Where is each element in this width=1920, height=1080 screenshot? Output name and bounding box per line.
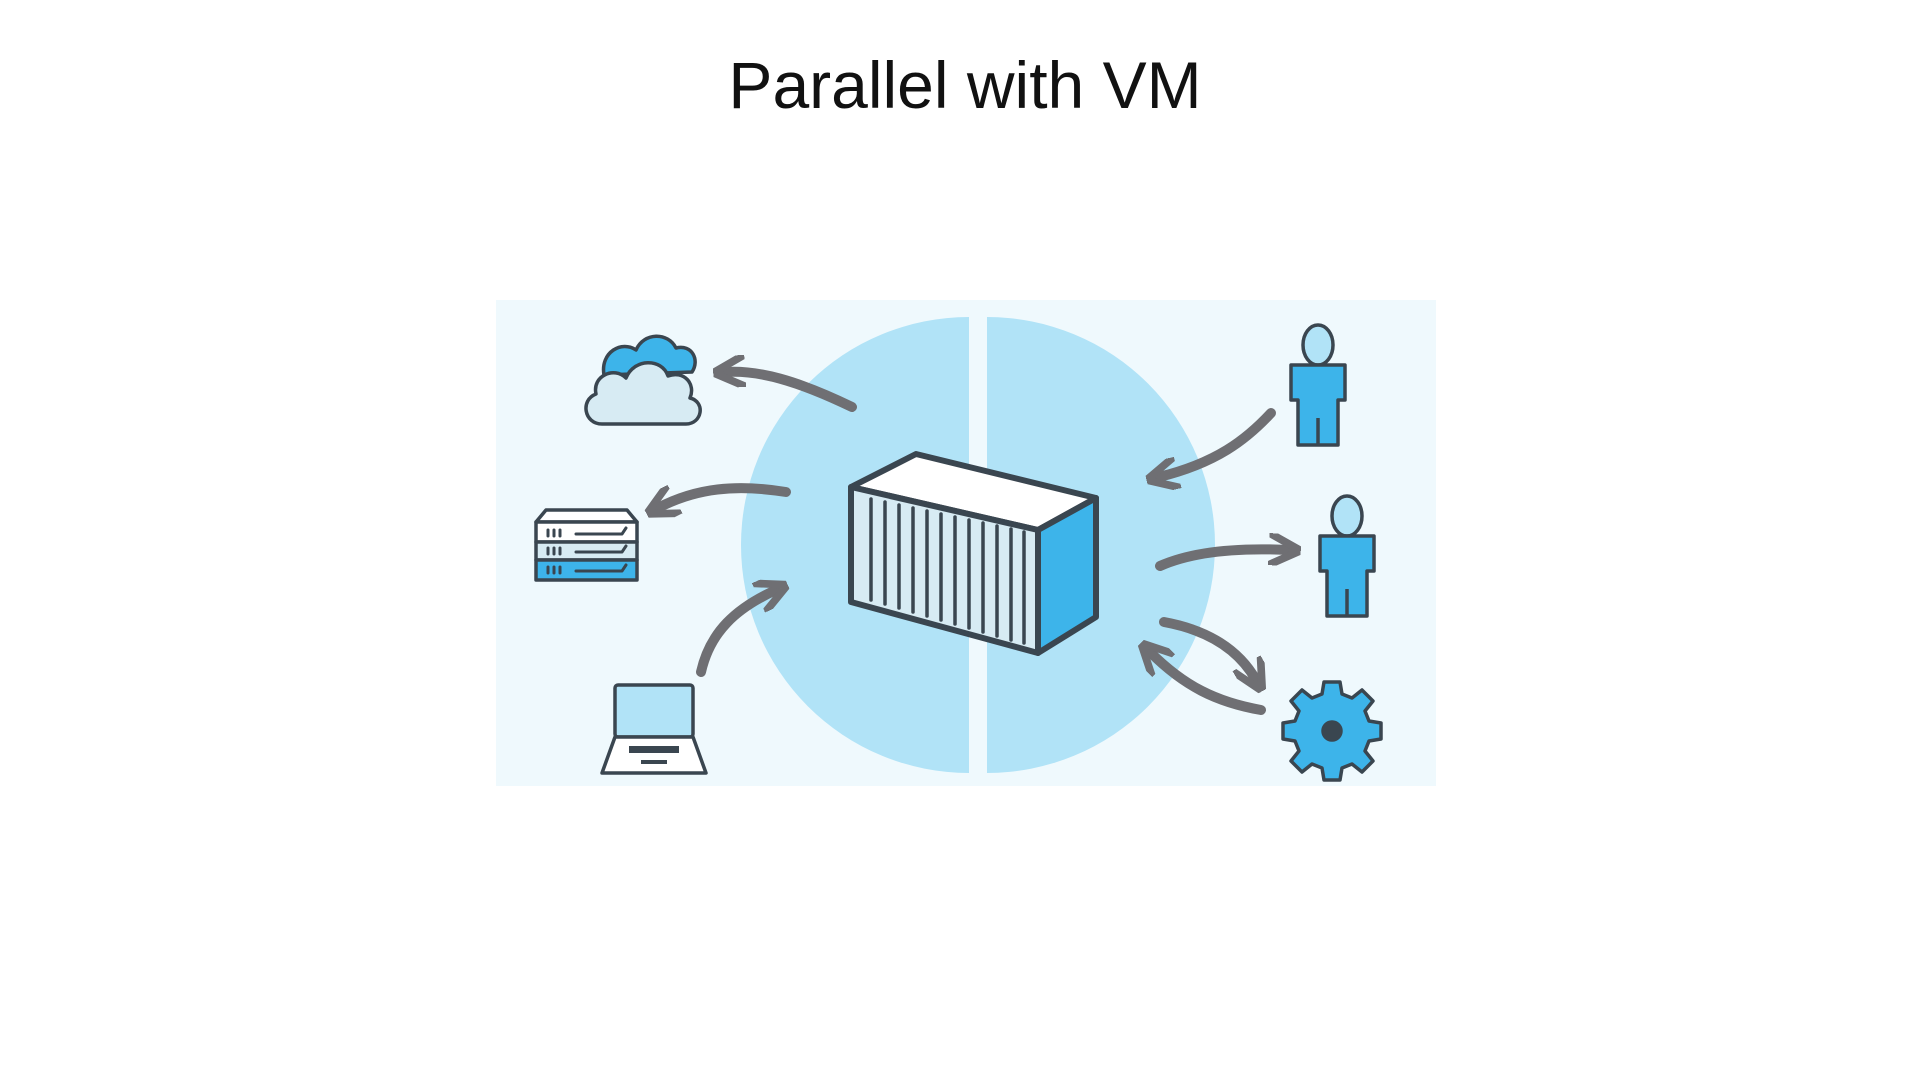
arrow-to-user-middle xyxy=(1155,549,1288,571)
user-icon xyxy=(1318,494,1376,618)
shipping-container-icon xyxy=(848,451,1099,656)
arrow-from-user-top xyxy=(1159,408,1276,477)
laptop-icon xyxy=(600,683,708,775)
arrow-from-laptop xyxy=(696,590,776,677)
arrow-to-server xyxy=(658,483,791,508)
gear-icon xyxy=(1281,680,1383,782)
slide-title: Parallel with VM xyxy=(728,48,1202,122)
server-rack-icon xyxy=(534,508,639,582)
container-diagram xyxy=(496,300,1436,786)
user-icon xyxy=(1289,323,1347,447)
arrow-to-gear xyxy=(1159,617,1256,680)
cloud-icon xyxy=(584,334,702,426)
arrow-from-gear xyxy=(1150,652,1266,715)
arrow-to-cloud xyxy=(726,372,857,412)
